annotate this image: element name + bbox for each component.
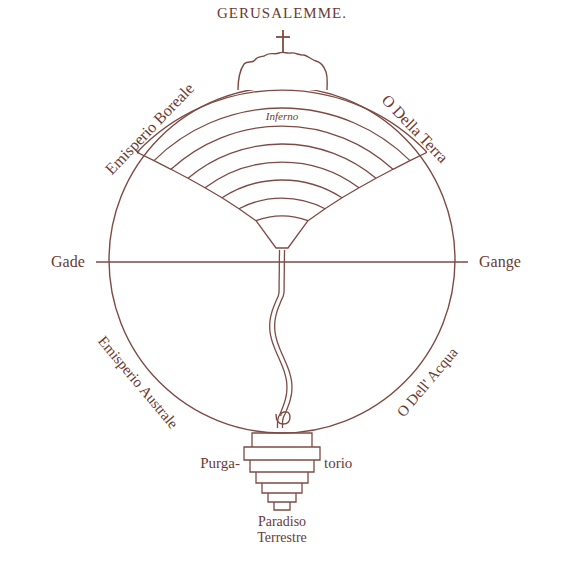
cross: [276, 36, 290, 38]
node-text: Purga-: [200, 455, 240, 472]
hemisphere-label: Emisperio Australe: [94, 332, 181, 431]
place-label: Paradiso Terrestre: [237, 514, 327, 546]
earth-circle: [109, 87, 455, 433]
jerusalem-hill: [238, 52, 327, 90]
equator-line: [96, 261, 468, 262]
purgatory-mount-shape: [244, 433, 320, 510]
place-title: GERUSALEMME.: [217, 5, 347, 22]
hemisphere-label: O Della Terra: [377, 91, 451, 166]
passage-connector: [270, 250, 292, 428]
hemisphere-label: Emisperio Boreale: [102, 80, 198, 178]
place-label: Gade: [51, 253, 85, 271]
inferno-cone: Inferno: [137, 88, 427, 250]
node-text: torio: [324, 455, 352, 472]
inferno-cone-shape: [137, 90, 427, 248]
purgatory-mount: Purga-torio: [188, 428, 372, 512]
place-label: Gange: [479, 253, 521, 271]
node-text: Inferno: [266, 110, 298, 123]
cross: [282, 30, 284, 52]
